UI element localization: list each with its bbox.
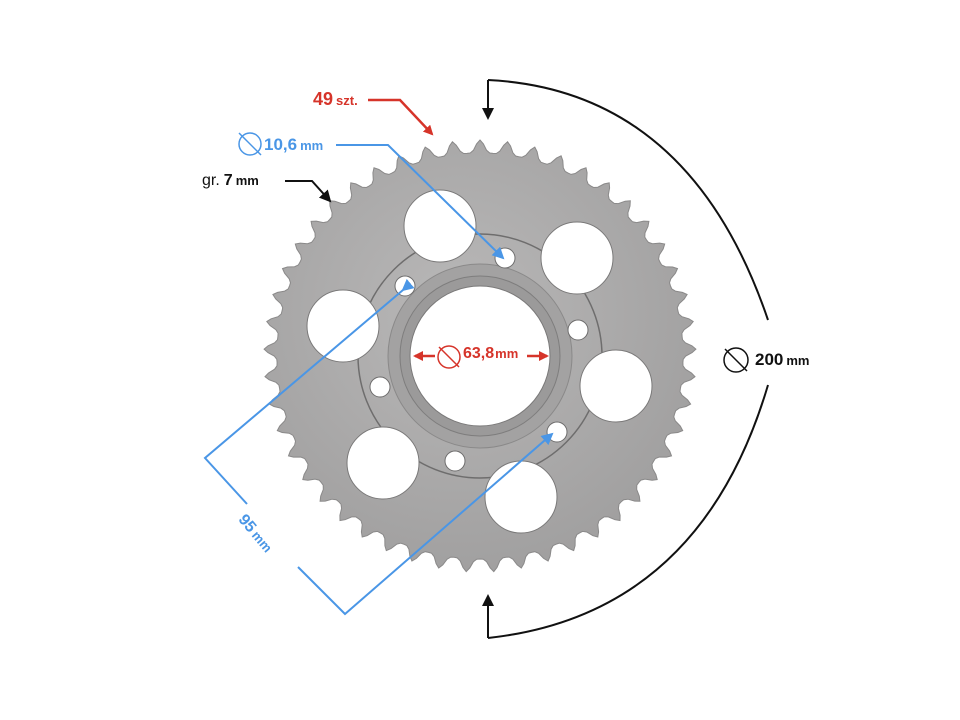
thickness-value: 7 [223, 172, 233, 189]
bolt-hole [546, 421, 568, 443]
lightening-hole [403, 189, 477, 263]
bolt-hole [369, 376, 391, 398]
bolt-hole-unit: mm [300, 138, 324, 153]
lightening-hole [579, 349, 653, 423]
bore-label: 63,8mm [463, 346, 518, 362]
bolt-hole [494, 247, 516, 269]
bore-unit: mm [495, 346, 519, 361]
bolt-hole-diameter-icon [238, 132, 262, 156]
bolt-hole-value: 10,6 [264, 135, 298, 154]
bolt-circle-dimension [203, 278, 554, 616]
bolt-hole [567, 319, 589, 341]
outer-diameter-unit: mm [786, 353, 810, 368]
outer-diameter-icon [723, 347, 749, 373]
teeth-count-arrow [368, 98, 434, 136]
outer-diameter-dimension [482, 79, 769, 639]
teeth-count-unit: szt. [336, 93, 358, 108]
thickness-prefix: gr. [202, 172, 220, 189]
center-bore [409, 285, 551, 427]
bore-value: 63,8 [463, 345, 495, 362]
thickness-arrow [285, 180, 332, 203]
lightening-hole [306, 289, 380, 363]
lightening-hole [346, 426, 420, 500]
lightening-hole [484, 460, 558, 534]
bolt-hole [444, 450, 466, 472]
lightening-hole [540, 221, 614, 295]
teeth-count-value: 49 [313, 89, 334, 109]
bolt-hole-leader-arrow [336, 144, 505, 260]
outer-diameter-value: 200 [755, 350, 784, 369]
holes [306, 189, 653, 534]
bore-diameter-icon [437, 345, 461, 369]
sprocket [263, 139, 697, 573]
thickness-unit: mm [235, 173, 259, 188]
